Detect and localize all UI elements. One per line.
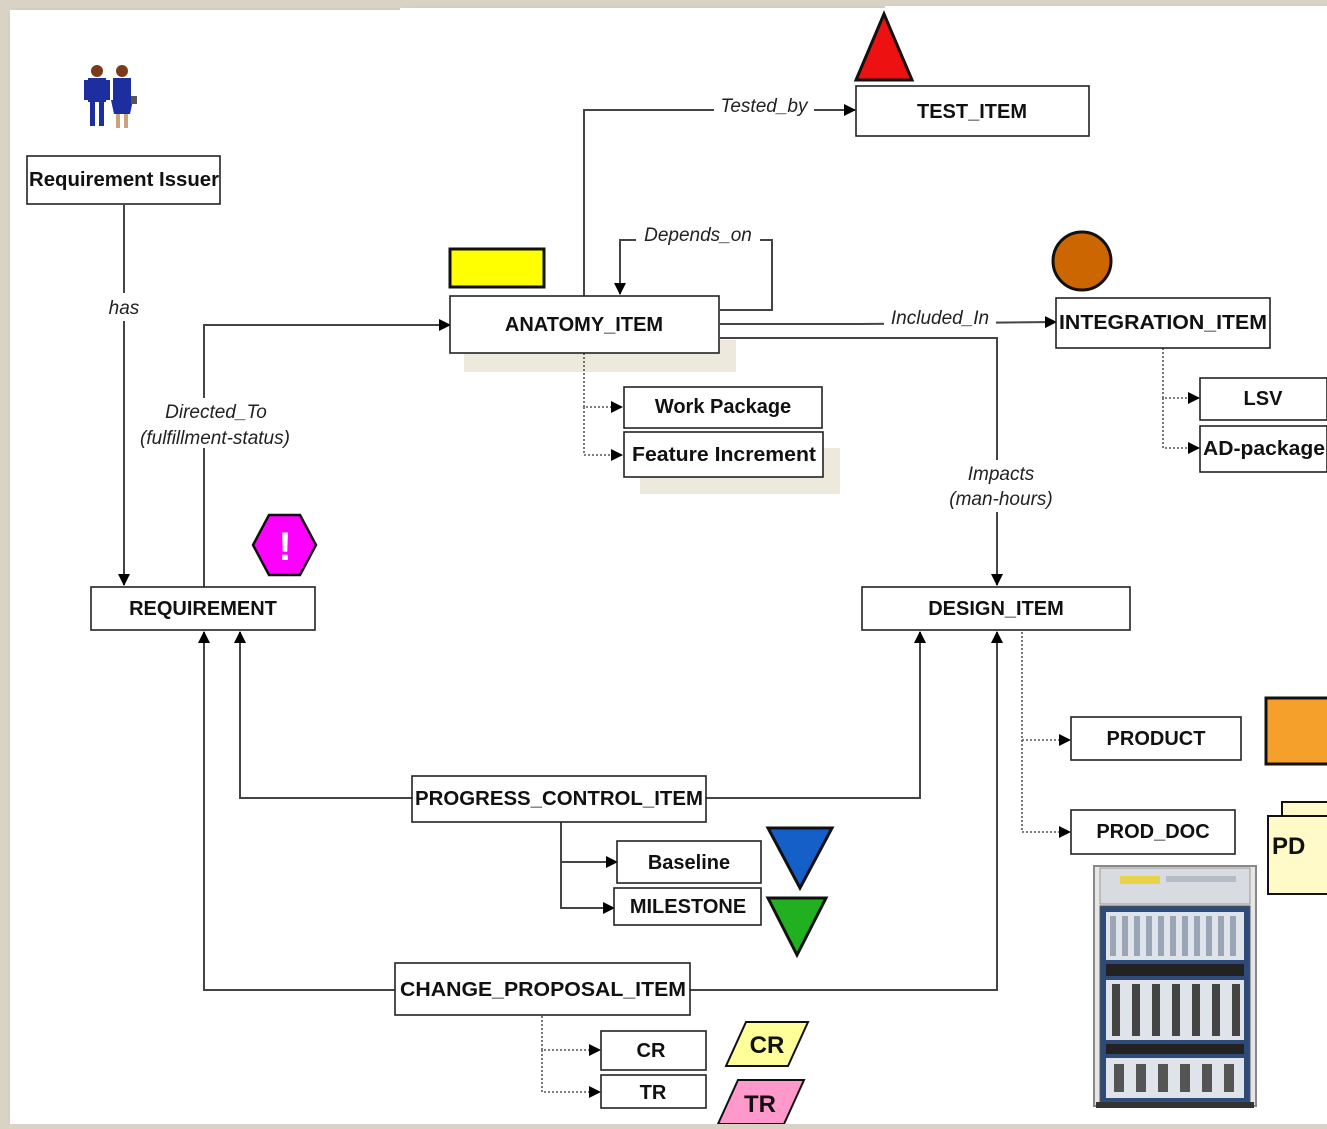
node-box-requirement[interactable] <box>90 586 316 631</box>
node-label-requirement: REQUIREMENT <box>129 598 277 620</box>
edge-to-ad-package <box>1162 398 1200 454</box>
node-box-prod-doc[interactable] <box>1070 809 1236 855</box>
node-box-milestone[interactable] <box>613 887 762 926</box>
dotted-connectors <box>541 348 1200 1098</box>
yellow-rectangle-icon <box>448 247 546 289</box>
node-label-work-package: Work Package <box>655 396 791 418</box>
node-box-anatomy-item[interactable] <box>449 295 720 354</box>
edge-to-feature-increment <box>583 407 623 461</box>
yellow-parallelogram-icon: CR <box>724 1021 810 1067</box>
label-directed-to: Directed_To <box>165 402 267 423</box>
node-label-anatomy-item: ANATOMY_ITEM <box>505 314 663 336</box>
node-box-tr[interactable] <box>600 1074 707 1109</box>
blue-down-triangle-icon <box>765 826 835 892</box>
tr-parallelogram-label: TR <box>744 1091 776 1118</box>
node-label-lsv: LSV <box>1244 388 1284 410</box>
label-included-in: Included_In <box>891 308 989 329</box>
label-tested-by: Tested_by <box>721 96 809 117</box>
edge-progress-to-requirement <box>234 631 412 799</box>
equipment-rack-icon <box>1093 865 1257 1108</box>
label-depends-on: Depends_on <box>644 225 752 246</box>
green-down-triangle-icon <box>765 896 829 959</box>
node-label-change-proposal-item: CHANGE_PROPOSAL_ITEM <box>400 979 686 1001</box>
node-label-baseline: Baseline <box>648 852 730 874</box>
node-label-design-item: DESIGN_ITEM <box>928 598 1064 620</box>
edge-to-milestone <box>560 862 615 914</box>
node-box-cr[interactable] <box>600 1030 707 1071</box>
node-box-lsv[interactable] <box>1199 377 1327 421</box>
edge-depends-on <box>614 239 773 311</box>
cr-parallelogram-label: CR <box>750 1032 785 1059</box>
node-box-test-item[interactable] <box>855 85 1090 137</box>
edge-to-tr <box>541 1050 601 1098</box>
node-label-test-item: TEST_ITEM <box>917 101 1027 123</box>
node-box-requirement-issuer[interactable] <box>26 155 221 205</box>
orange-square-icon <box>1264 696 1327 766</box>
label-has: has <box>109 298 140 319</box>
node-label-prod-doc: PROD_DOC <box>1096 821 1209 843</box>
label-fulfillment-status: (fulfillment-status) <box>140 428 290 449</box>
node-box-product[interactable] <box>1070 716 1242 761</box>
edge-to-prod-doc <box>1021 740 1071 838</box>
node-label-product: PRODUCT <box>1107 728 1206 750</box>
node-box-feature-increment[interactable] <box>623 431 824 478</box>
red-triangle-icon <box>853 10 915 82</box>
node-label-requirement-issuer: Requirement Issuer <box>29 169 219 191</box>
edge-change-to-design <box>690 631 1003 991</box>
node-label-feature-increment: Feature Increment <box>632 444 816 466</box>
orange-circle-icon <box>1051 230 1113 292</box>
node-label-cr: CR <box>637 1040 666 1062</box>
node-label-progress-control-item: PROGRESS_CONTROL_ITEM <box>415 788 703 810</box>
edge-directed-to <box>203 319 451 587</box>
document-pages-label: PD <box>1272 833 1305 860</box>
node-box-integration-item[interactable] <box>1055 297 1271 349</box>
label-man-hours: (man-hours) <box>949 489 1052 510</box>
node-box-work-package[interactable] <box>623 386 823 429</box>
pink-parallelogram-icon: TR <box>716 1079 806 1125</box>
label-impacts: Impacts <box>968 464 1035 485</box>
magenta-hexagon-icon: ! <box>251 513 318 577</box>
hexagon-exclamation: ! <box>278 525 291 569</box>
node-box-baseline[interactable] <box>616 840 762 884</box>
node-label-tr: TR <box>640 1082 667 1104</box>
node-box-ad-package[interactable] <box>1199 425 1327 473</box>
edge-change-to-requirement <box>198 631 395 991</box>
node-box-design-item[interactable] <box>861 586 1131 631</box>
node-label-milestone: MILESTONE <box>630 896 746 918</box>
nodes <box>26 85 1327 1109</box>
node-label-ad-package: AD-package <box>1203 438 1325 460</box>
node-box-change-proposal-item[interactable] <box>394 962 691 1016</box>
edge-progress-to-design <box>706 631 926 799</box>
document-pages-icon: PD <box>1267 801 1327 895</box>
node-box-progress-control-item[interactable] <box>411 775 707 823</box>
node-label-integration-item: INTEGRATION_ITEM <box>1059 312 1267 334</box>
people-icon <box>84 65 137 128</box>
